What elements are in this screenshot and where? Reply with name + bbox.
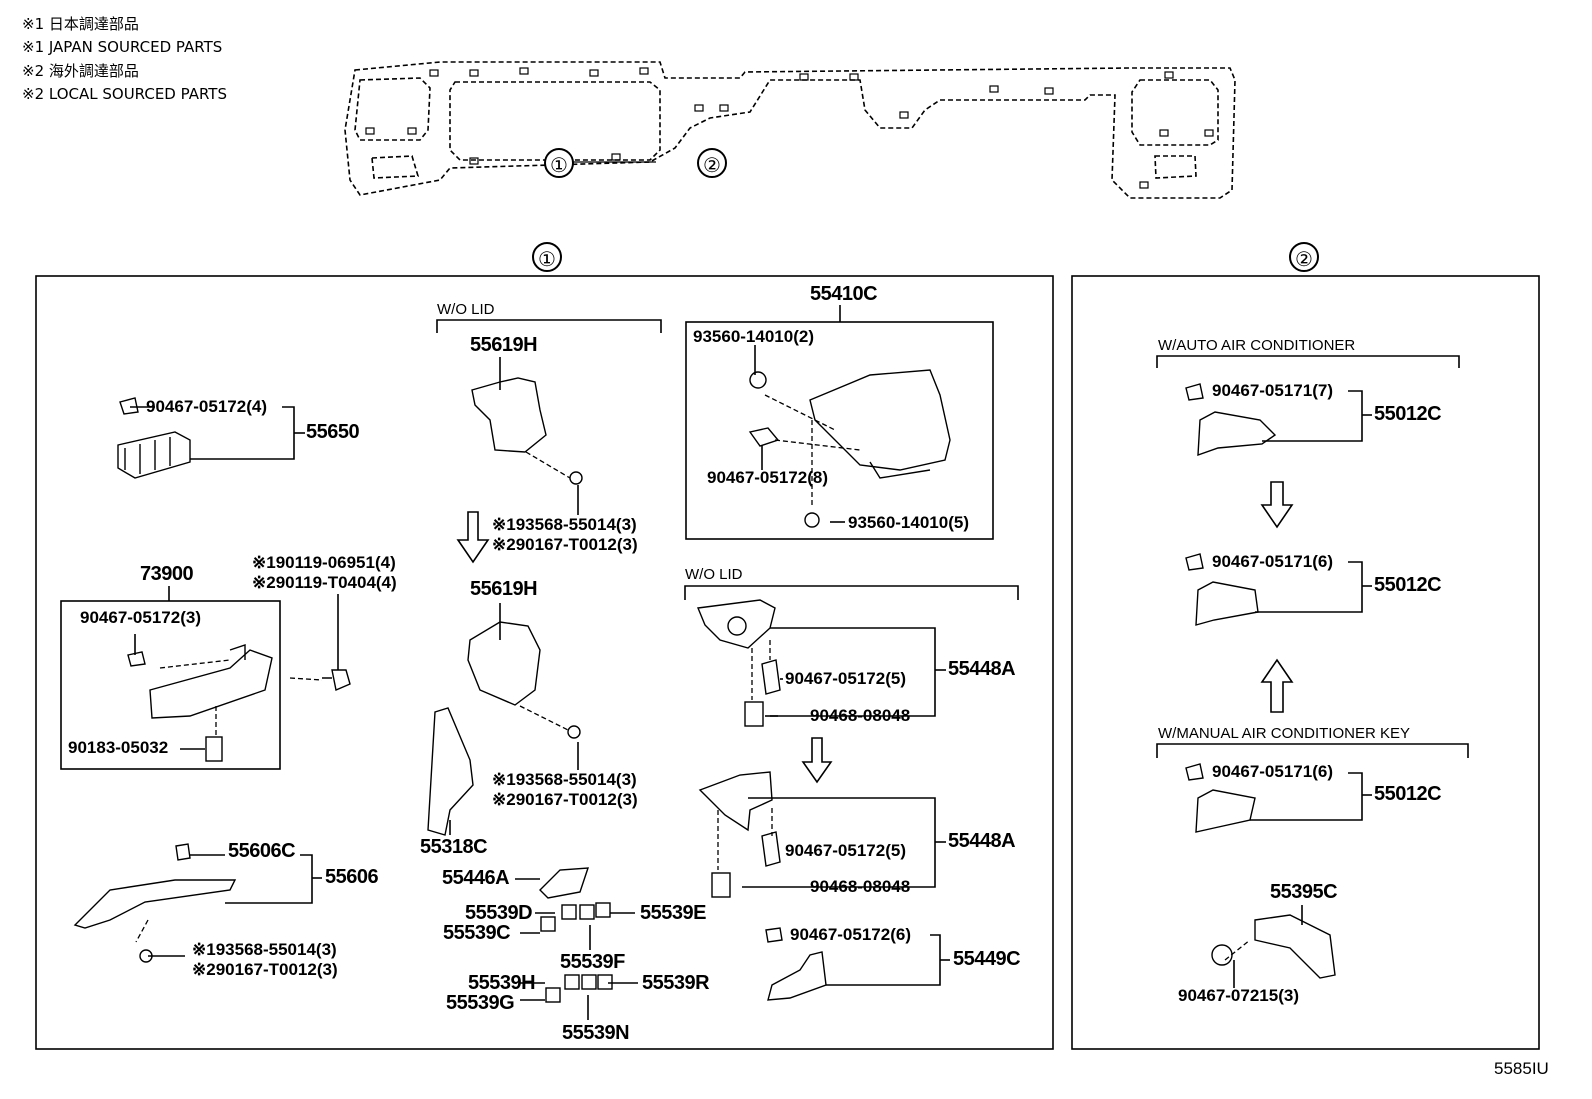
part-55449c-sketch [767,951,827,1001]
section-1-marker: ① [532,242,562,272]
label-90467-05171-6b: 90467-05171(6) [1212,762,1333,781]
label-55446a: 55446A [442,867,510,889]
label-55318c: 55318C [420,836,488,858]
label-90467-05172-8: 90467-05172(8) [707,468,828,487]
part-55448a-upper-sketch [697,599,776,649]
part-55619h-lower-sketch [467,621,541,706]
label-290119-t0404: ※290119-T0404(4) [252,573,397,592]
callout-1-overview: ① [544,148,574,178]
label-90467-05172-4: 90467-05172(4) [146,397,267,416]
header-auto-ac: W/AUTO AIR CONDITIONER [1158,337,1356,354]
part-73900-sketch [149,649,273,719]
label-90467-07215-3: 90467-07215(3) [1178,986,1299,1005]
label-90467-05172-6: 90467-05172(6) [790,925,911,944]
label-55539h: 55539H [468,972,536,994]
label-90467-05172-3: 90467-05172(3) [80,608,201,627]
label-90468-08048-b: 90468-08048 [810,877,911,896]
label-290167-t0012-c: ※290167-T0012(3) [492,790,638,809]
label-55606: 55606 [325,866,379,888]
note-local-jp: ※2 海外調達部品 [22,62,139,80]
label-55539r: 55539R [642,972,710,994]
section-box-2 [1071,275,1540,1050]
header-manual-ac: W/MANUAL AIR CONDITIONER KEY [1158,725,1410,742]
part-55448a-lower-sketch [698,771,773,832]
label-55606c: 55606C [228,840,296,862]
label-55448a-b: 55448A [948,830,1016,852]
label-90468-08048-a: 90468-08048 [810,706,911,725]
label-55012c-b: 55012C [1374,574,1442,596]
label-55539e: 55539E [640,902,706,924]
note-japan-jp: ※1 日本調達部品 [22,15,139,33]
label-55012c-a: 55012C [1374,403,1442,425]
callout-2-overview: ② [697,148,727,178]
arrow-up-d [1260,658,1294,713]
label-55650: 55650 [306,421,360,443]
label-90467-05171-6a: 90467-05171(6) [1212,552,1333,571]
label-290167-t0012-b: ※290167-T0012(3) [492,535,638,554]
label-55539g: 55539G [446,992,515,1014]
part-55410c-sketch [809,369,951,471]
dashboard-overview-outline [344,61,1236,199]
part-55318c-sketch [427,707,474,836]
label-55539n: 55539N [562,1022,630,1044]
label-190119-06951: ※190119-06951(4) [252,553,396,572]
label-55410c: 55410C [810,283,878,305]
label-55449c: 55449C [953,948,1021,970]
label-55619h-b: 55619H [470,578,538,600]
label-93560-14010-2: 93560-14010(2) [693,327,814,346]
label-193568-55014-a: ※193568-55014(3) [192,940,337,959]
arrow-down-c [1260,481,1294,529]
part-55012c-c-sketch [1195,789,1256,833]
label-290167-t0012-a: ※290167-T0012(3) [192,960,338,979]
part-55012c-a-sketch [1197,411,1277,457]
part-55606-sketch [73,879,237,929]
label-55395c: 55395C [1270,881,1338,903]
section-2-marker: ② [1289,242,1319,272]
part-55650-sketch [117,431,191,479]
diagram-code: 5585IU [1494,1059,1549,1078]
part-55395c-sketch [1254,914,1336,979]
label-90183-05032: 90183-05032 [68,738,169,757]
label-90467-05172-5a: 90467-05172(5) [785,669,906,688]
label-55539f: 55539F [560,951,625,973]
label-55448a-a: 55448A [948,658,1016,680]
part-55446a-sketch [539,867,589,899]
label-55012c-c: 55012C [1374,783,1442,805]
label-93560-14010-5: 93560-14010(5) [848,513,969,532]
part-55012c-b-sketch [1195,581,1259,626]
arrow-down-b [801,737,833,784]
label-55619h-a: 55619H [470,334,538,356]
section-box-1 [35,275,1054,1050]
part-55619h-upper-sketch [471,377,547,453]
label-73900: 73900 [140,563,194,585]
label-193568-55014-c: ※193568-55014(3) [492,770,637,789]
label-55539c: 55539C [443,922,511,944]
header-wo-lid-b: W/O LID [685,566,743,583]
label-90467-05172-5b: 90467-05172(5) [785,841,906,860]
header-wo-lid-a: W/O LID [437,301,495,318]
label-90467-05171-7: 90467-05171(7) [1212,381,1333,400]
label-193568-55014-b: ※193568-55014(3) [492,515,637,534]
note-local-en: ※2 LOCAL SOURCED PARTS [22,85,227,103]
arrow-down-a [456,511,490,564]
note-japan-en: ※1 JAPAN SOURCED PARTS [22,38,223,56]
label-55539d: 55539D [465,902,533,924]
